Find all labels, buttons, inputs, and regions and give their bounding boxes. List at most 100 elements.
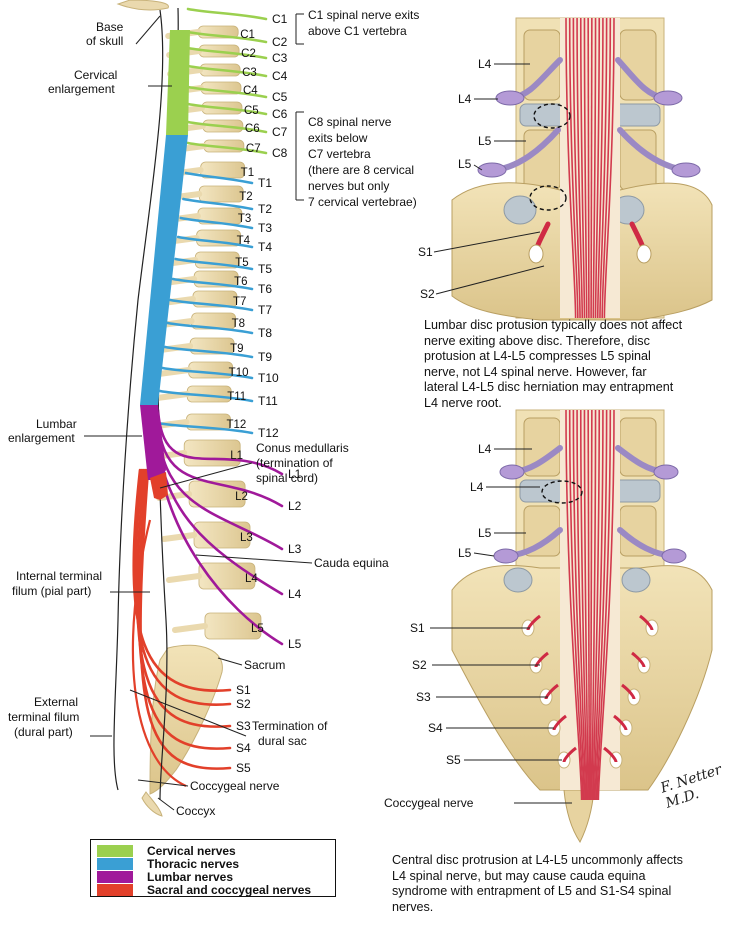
sacral-nerve-root <box>631 651 646 668</box>
spinal-nerve <box>179 216 254 230</box>
bottom-cauda-equina <box>565 409 615 801</box>
vertebra-label: L2 <box>235 491 248 503</box>
bottom-label-coccygeal-nerve: Coccygeal nerve <box>384 796 474 810</box>
nerve-label: L2 <box>288 499 302 513</box>
cauda-strand <box>597 409 615 801</box>
vertebra-label: T6 <box>234 276 247 288</box>
nerve-label: C7 <box>272 125 288 139</box>
cauda-strand <box>587 17 590 319</box>
label-conus-2: (termination of <box>256 456 333 470</box>
spinal-nerve <box>176 235 254 249</box>
note-c1-line1: C1 spinal nerve exits <box>308 8 419 22</box>
vertebra-label: T7 <box>233 296 246 308</box>
spinal-nerve <box>186 30 268 44</box>
bottom-panel-illustration <box>451 409 713 843</box>
spinal-nerve <box>186 85 268 99</box>
nerve-label: T1 <box>258 176 272 190</box>
spinal-nerve <box>156 408 284 476</box>
spinal-nerve <box>132 468 232 692</box>
cauda-strand <box>589 409 593 801</box>
cauda-strand <box>593 409 604 801</box>
label-conus-1: Conus medullaris <box>256 441 349 455</box>
label-conus-3: spinal cord) <box>256 471 318 485</box>
cauda-strand <box>592 409 601 801</box>
spinal-nerve <box>156 421 254 435</box>
spinous-process <box>171 623 208 633</box>
cauda-strand <box>579 409 588 801</box>
spinal-nerve <box>182 197 254 211</box>
cauda-strand <box>596 409 612 801</box>
nerve-label: T5 <box>258 262 272 276</box>
vertebra-label: T10 <box>229 367 249 379</box>
sacral-nerve-root <box>552 714 567 731</box>
label-internal-filum-2: filum (pial part) <box>12 584 91 598</box>
spinal-nerve <box>174 257 254 271</box>
vertebra-label: C4 <box>243 85 258 97</box>
vertebra-label: L1 <box>230 450 243 462</box>
bottom-label-S5: S5 <box>446 753 461 767</box>
nerve-label: C3 <box>272 51 288 65</box>
nerve-label: T9 <box>258 350 272 364</box>
cord-lumbar <box>140 405 166 480</box>
sacral-nerve-root <box>613 714 628 731</box>
top-caption-line: protusion at L4-L5 compresses L5 spinal <box>424 349 651 364</box>
cauda-strand <box>591 409 597 801</box>
bottom-label-L5-b: L5 <box>458 546 472 560</box>
cauda-strand <box>568 409 584 801</box>
cauda-strand <box>572 409 585 801</box>
sacral-nerve-root <box>534 651 549 668</box>
spinal-nerve <box>137 468 232 750</box>
label-internal-filum-1: Internal terminal <box>16 569 102 583</box>
vertebra-label: C1 <box>240 29 255 41</box>
nerve-label: C1 <box>272 12 288 26</box>
spinal-nerve <box>184 171 254 185</box>
sacral-nerve-root <box>544 683 559 700</box>
top-label-L5-a: L5 <box>478 134 492 148</box>
cauda-strand <box>576 409 587 801</box>
top-label-L5-b: L5 <box>458 157 472 171</box>
label-sacrum: Sacrum <box>244 658 285 672</box>
legend-swatch <box>97 857 133 870</box>
top-label-S1: S1 <box>418 245 433 259</box>
nerve-label: T11 <box>258 394 278 408</box>
vertebra-label: T2 <box>239 191 252 203</box>
top-caption-line: nerve exiting above disc. Therefore, dis… <box>424 333 650 348</box>
nerve-label: T12 <box>258 426 279 440</box>
dura-outline-front <box>113 9 164 791</box>
cauda-strand <box>565 409 583 801</box>
nerve-label: L1 <box>288 467 302 481</box>
cord-thoracic <box>140 135 188 405</box>
bottom-label-L4-b: L4 <box>470 480 484 494</box>
nerve-label: T2 <box>258 202 272 216</box>
bottom-caption-line: syndrome with entrapment of L5 and S1-S4… <box>392 884 672 899</box>
nerve-label: C5 <box>272 90 288 104</box>
vertebra-label: C7 <box>246 143 261 155</box>
top-label-L4-b: L4 <box>458 92 472 106</box>
bottom-label-S4: S4 <box>428 721 443 735</box>
spinal-nerve <box>135 468 232 728</box>
top-caption-line: Lumbar disc protusion typically does not… <box>424 318 683 332</box>
vertebra-label: T11 <box>227 391 246 403</box>
sacral-nerve-root <box>562 746 577 763</box>
vertebra-label: T4 <box>237 235 251 247</box>
label-lumbar-enlargement-1: Lumbar <box>36 417 77 431</box>
bottom-label-L4-a: L4 <box>478 442 492 456</box>
top-cauda-equina <box>565 17 615 319</box>
sacral-nerve-root <box>603 746 618 763</box>
note-c8-line2: exits below <box>308 131 368 145</box>
cauda-strand <box>599 17 608 319</box>
label-cervical-enlargement-1: Cervical <box>74 68 117 82</box>
legend-label: Sacral and coccygeal nerves <box>147 882 312 897</box>
spinal-nerve <box>171 277 254 291</box>
nerve-label: S4 <box>236 741 251 755</box>
note-c8-line1: C8 spinal nerve <box>308 115 392 129</box>
spinal-nerve <box>186 64 268 78</box>
cauda-strand <box>565 17 577 319</box>
note-c1-line2: above C1 vertebra <box>308 24 407 38</box>
legend-swatch <box>97 844 133 857</box>
bottom-panel-caption: Central disc protrusion at L4-L5 uncommo… <box>392 853 683 915</box>
label-lumbar-enlargement-2: enlargement <box>8 431 75 445</box>
bottom-label-S1: S1 <box>410 621 425 635</box>
vertebra-label: L5 <box>251 623 264 635</box>
sacral-nerve-root <box>621 683 636 700</box>
